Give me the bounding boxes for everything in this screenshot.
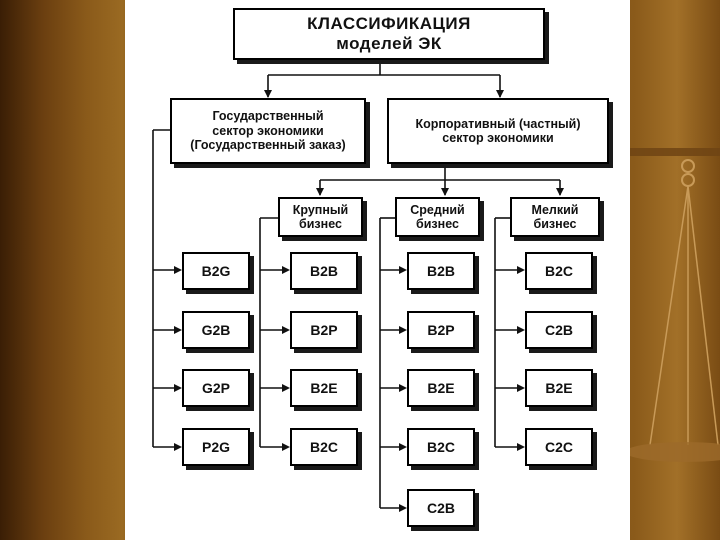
small-business-box: Мелкий бизнес — [510, 197, 600, 237]
model-box: B2B — [290, 252, 358, 290]
model-box: C2B — [407, 489, 475, 527]
title-line-2: моделей ЭК — [336, 34, 442, 53]
medium-business-line-2: бизнес — [416, 217, 459, 231]
corporate-sector-line-1: Корпоративный (частный) — [415, 116, 581, 131]
model-box: C2C — [525, 428, 593, 466]
government-sector-line-2: сектор экономики — [212, 123, 324, 138]
model-box: B2P — [290, 311, 358, 349]
diagram-canvas: КЛАССИФИКАЦИЯ моделей ЭК Государственный… — [125, 0, 630, 540]
model-box: B2E — [290, 369, 358, 407]
government-sector-line-1: Государственный — [212, 109, 324, 124]
corporate-sector-box: Корпоративный (частный) сектор экономики — [387, 98, 609, 164]
small-business-line-2: бизнес — [533, 217, 577, 231]
title-line-1: КЛАССИФИКАЦИЯ — [307, 14, 471, 34]
title-box: КЛАССИФИКАЦИЯ моделей ЭК — [233, 8, 545, 60]
medium-business-box: Средний бизнес — [395, 197, 480, 237]
medium-business-line-1: Средний — [410, 202, 465, 217]
model-box: B2P — [407, 311, 475, 349]
large-business-line-1: Крупный — [292, 202, 349, 217]
corporate-sector-line-2: сектор экономики — [442, 131, 554, 145]
large-business-box: Крупный бизнес — [278, 197, 363, 237]
model-box: P2G — [182, 428, 250, 466]
small-business-line-1: Мелкий — [531, 202, 579, 217]
model-box: B2E — [407, 369, 475, 407]
model-box: B2C — [525, 252, 593, 290]
model-box: B2E — [525, 369, 593, 407]
model-box: G2P — [182, 369, 250, 407]
model-box: G2B — [182, 311, 250, 349]
model-box: C2B — [525, 311, 593, 349]
government-sector-line-3: (Государственный заказ) — [190, 138, 346, 153]
large-business-line-2: бизнес — [299, 217, 342, 231]
government-sector-box: Государственный сектор экономики (Госуда… — [170, 98, 366, 164]
scales-decoration — [630, 148, 720, 462]
model-box: B2B — [407, 252, 475, 290]
model-box: B2C — [407, 428, 475, 466]
model-box: B2G — [182, 252, 250, 290]
connector-lines — [152, 60, 564, 512]
model-box: B2C — [290, 428, 358, 466]
